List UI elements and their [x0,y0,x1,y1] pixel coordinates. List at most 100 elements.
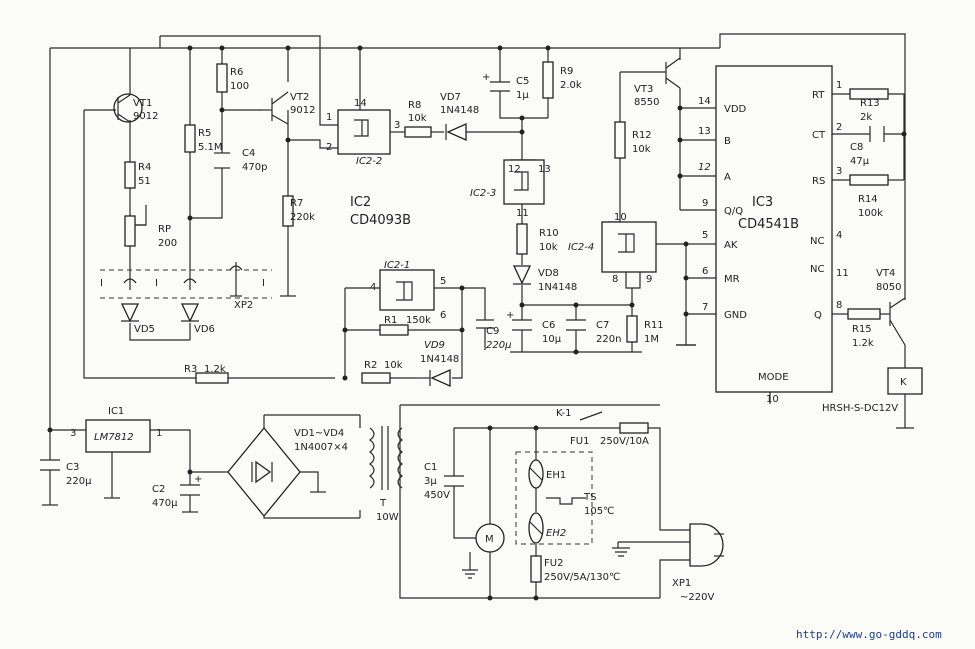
ic3-pin-rt: RT [812,90,825,101]
ic3-pin-q: Q [814,310,822,321]
resistor-r5: R5 5.1M [184,124,223,153]
c4-value: 470p [242,162,267,173]
ts-label: TS [583,492,596,503]
r12-label: R12 [632,130,652,141]
light-coupling-lines [100,269,593,545]
c9-label: C9 [486,326,499,337]
ic3-n2: 2 [836,122,842,133]
fu1-label: FU1 [570,436,589,447]
ic3-n10: 10 [766,394,779,405]
ic3-n8: 8 [836,300,842,311]
ic3-pin-nc2: NC [810,264,824,275]
ic2-name: IC2 [350,195,371,210]
mark-1: I [100,278,103,289]
motor-label: M [485,534,494,545]
ic3-n5: 5 [702,230,708,241]
vt3-label: VT3 [634,84,653,95]
ic3-pin-rs: RS [812,176,825,187]
r12-value: 10k [632,144,651,155]
ic2-1-pin4: 4 [370,282,376,293]
resistor-r6: R6 100 [216,63,249,93]
ic2-4-pin10: 10 [614,212,627,223]
r3-value: 1.2k [204,364,226,375]
c9-value: 220μ [486,340,511,351]
ic3-pin-mr: MR [724,274,740,285]
ic1-part: LM7812 [94,432,134,443]
vt1-label: VT1 [133,98,152,109]
capacitor-c9: C9 220μ [486,326,511,351]
capacitor-c5: + C5 1μ [482,70,529,102]
r5-value: 5.1M [198,142,223,153]
plug-label: XP1 [672,578,691,589]
ic2-3-pin12: 12 [508,164,521,175]
c1-label: C1 [424,462,437,473]
resistor-r9: R9 2.0k [542,61,582,99]
photodiode-vd5: VD5 [120,278,155,335]
thermostat-ts: TS 105℃ [546,492,614,517]
mark-2: I [155,278,158,289]
ic3-pin-ak: AK [724,240,738,251]
transformer-rating: 10W [376,512,399,523]
ic3-n11: 11 [836,268,849,279]
ic2-2-label: IC2-2 [356,156,382,167]
r15-label: R15 [852,324,872,335]
vd5-label: VD5 [134,324,155,335]
c1-voltage: 450V [424,490,450,501]
c1-value: 3μ [424,476,437,487]
r4-value: 51 [138,176,151,187]
r14-value: 100k [858,208,883,219]
bridge-part: 1N4007×4 [294,442,348,453]
vd9-part: 1N4148 [420,354,459,365]
c3-label: C3 [66,462,79,473]
mark-3: I [262,278,265,289]
ic3-pin-nc1: NC [810,236,824,247]
vt1-part: 9012 [133,111,158,122]
ic3-pin-gnd: GND [724,310,747,321]
resistor-r12: R12 10k [614,121,652,159]
capacitor-c4: C4 470p [214,148,267,173]
xp2-label: XP2 [234,300,253,311]
fuse-fu2: FU2 250V/5A/130℃ [530,555,620,583]
vt4-label: VT4 [876,268,895,279]
capacitor-c1: C1 3μ 450V [424,462,464,501]
c6-value: 10μ [542,334,562,345]
ic2-3-label: IC2-3 [470,188,496,199]
r2-label: R2 [364,360,377,371]
capacitor-c6: + C6 10μ [506,310,562,345]
c7-label: C7 [596,320,609,331]
c6-label: C6 [542,320,555,331]
fu1-rating: 250V/10A [600,436,649,447]
ic2-2-pin14: 14 [354,98,367,109]
c7-value: 220n [596,334,621,345]
ic3-mode: MODE [758,372,789,383]
ic2-3-pin13: 13 [538,164,551,175]
watermark-url: http://www.go-gddq.com [796,628,942,641]
resistor-r2: R2 10k [361,360,403,384]
vd8-part: 1N4148 [538,282,577,293]
ic2-4-pin8: 8 [612,274,618,285]
diode-vd7: VD7 1N4148 [440,92,479,142]
ic3-n3: 3 [836,166,842,177]
c5-label: C5 [516,76,529,87]
grounds [104,344,696,579]
ic2-3-pin11: 11 [516,208,529,219]
vd6-label: VD6 [194,324,215,335]
gate-ic2-4: 10 8 9 IC2-4 [568,212,657,285]
c3-value: 220μ [66,476,92,487]
transformer-t: T 10W [369,426,403,523]
fu2-rating: 250V/5A/130℃ [544,572,620,583]
eh1-label: EH1 [546,470,566,481]
resistor-r8: R8 10k [404,100,432,138]
resistor-r7: R7 220k [282,195,315,227]
ic3-chip: IC3 CD4541B VDD B A Q/Q AK MR GND RT CT … [698,65,849,405]
r11-label: R11 [644,320,664,331]
r11-value: 1M [644,334,659,345]
ic3-n1: 1 [836,80,842,91]
resistor-r14: R14 100k [849,174,889,219]
relay-k: K HRSH-S-DC12V [822,367,923,414]
r2-value: 10k [384,360,403,371]
r9-label: R9 [560,66,573,77]
transistor-vt1: VT1 9012 [113,93,158,123]
ic2-1-pin6: 6 [440,310,446,321]
